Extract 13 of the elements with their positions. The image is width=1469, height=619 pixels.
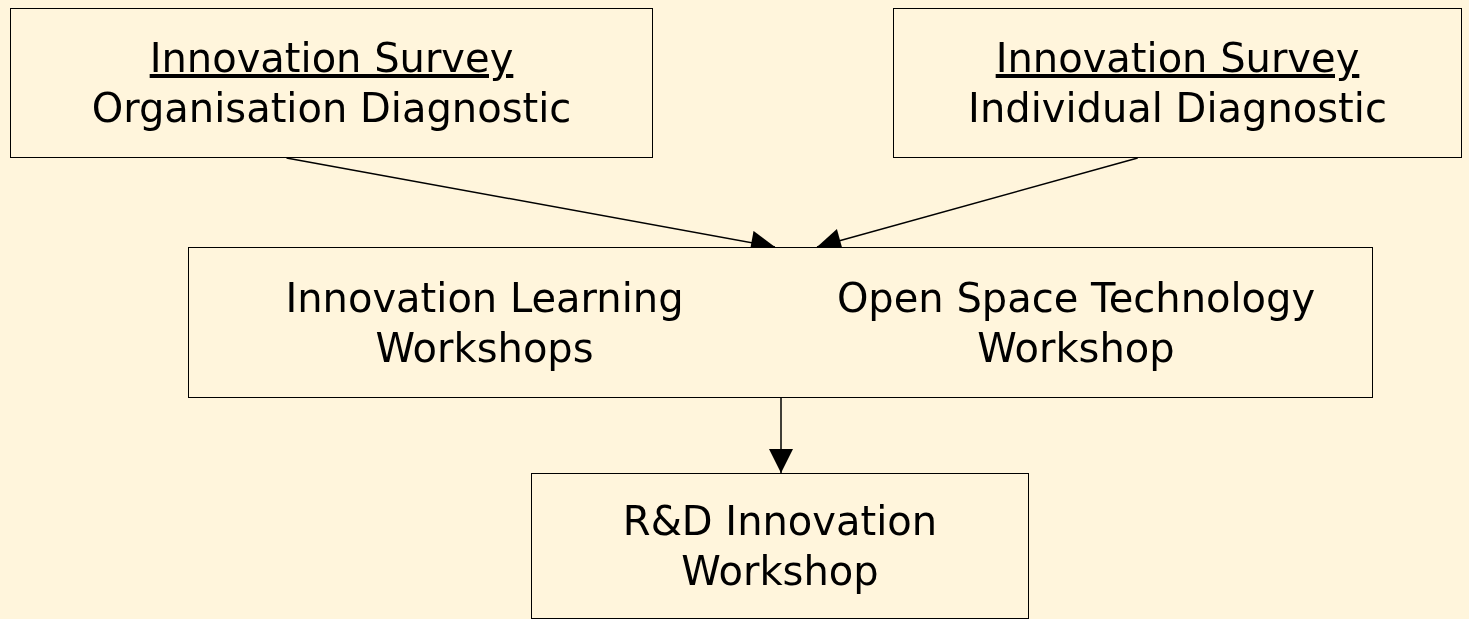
process-box [10, 8, 653, 158]
box-label: R&D Innovation Workshop [621, 497, 939, 596]
process-box [893, 8, 1462, 158]
box-label: Individual Diagnostic [968, 84, 1387, 133]
process-box [780, 247, 1373, 398]
box-label: Innovation Learning Workshops [284, 273, 685, 373]
box-heading: Innovation Survey [149, 34, 514, 83]
box-label: Organisation Diagnostic [91, 84, 572, 133]
arrow [769, 397, 793, 474]
box-heading: Innovation Survey [995, 34, 1360, 83]
box-label: Open Space Technology Workshop [835, 273, 1317, 373]
process-box [531, 473, 1029, 619]
process-box [188, 247, 781, 398]
